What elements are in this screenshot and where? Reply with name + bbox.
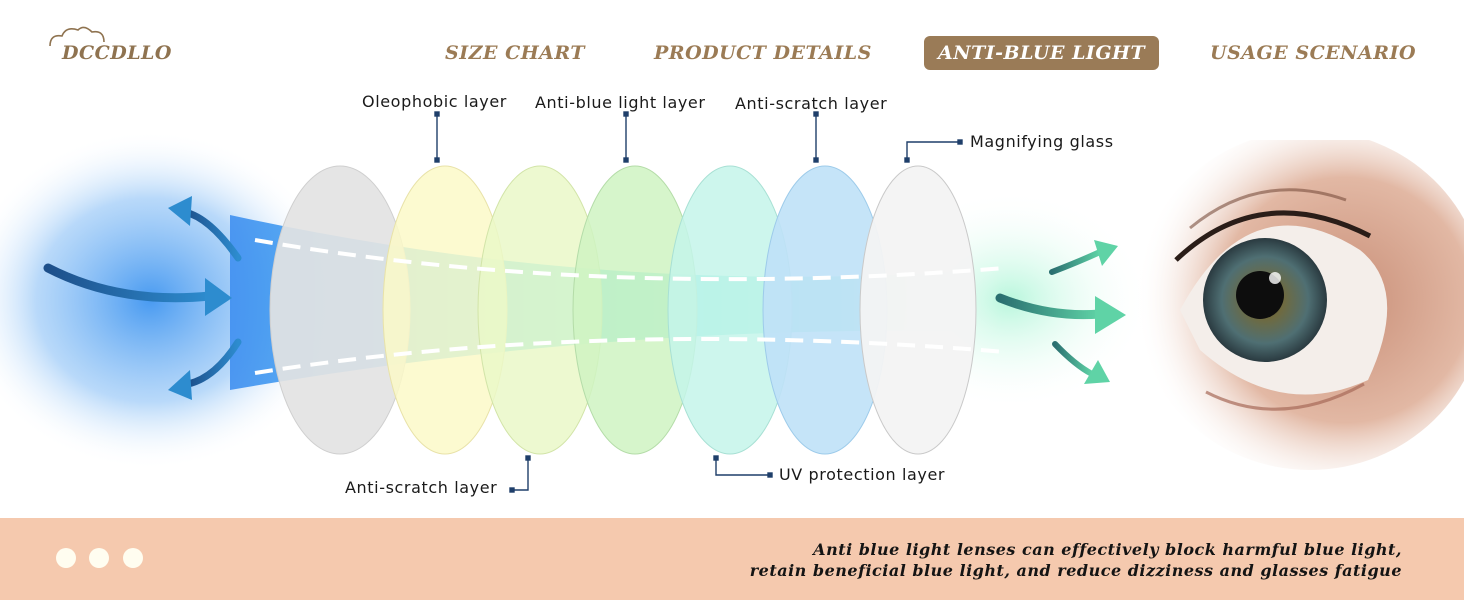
label-oleophobic-layer: Oleophobic layer (362, 92, 507, 111)
decorative-dot-2 (89, 548, 109, 568)
label-anti-blue-light-layer: Anti-blue light layer (535, 93, 706, 112)
label-anti-scratch-layer-bottom: Anti-scratch layer (345, 478, 498, 497)
green-arrows (995, 240, 1126, 384)
footer-banner (0, 518, 1464, 600)
label-anti-scratch-layer-top: Anti-scratch layer (735, 94, 888, 113)
brand-logo[interactable]: DCCDLLO (48, 26, 178, 70)
blue-arrows (43, 196, 242, 400)
eye-image (1110, 130, 1464, 470)
footer-caption-line-1: Anti blue light lenses can effectively b… (813, 540, 1402, 559)
nav-product-details[interactable]: PRODUCT DETAILS (654, 42, 872, 64)
footer-caption-line-2: retain beneficial blue light, and reduce… (749, 561, 1402, 580)
label-leaders (434, 111, 963, 493)
decorative-dot-3 (123, 548, 143, 568)
nav-anti-blue-light[interactable]: ANTI-BLUE LIGHT (924, 36, 1160, 70)
brand-name: DCCDLLO (62, 42, 172, 64)
logo-cloud-icon (49, 26, 105, 47)
label-uv-protection-layer: UV protection layer (779, 465, 946, 484)
nav-size-chart[interactable]: SIZE CHART (445, 42, 585, 64)
lens-layer-diagram (0, 111, 1150, 493)
decorative-dot-1 (56, 548, 76, 568)
lens-magnifying (859, 165, 977, 455)
beam-edge-bottom (254, 337, 1006, 375)
nav-usage-scenario[interactable]: USAGE SCENARIO (1210, 42, 1417, 64)
label-magnifying-glass: Magnifying glass (970, 132, 1114, 151)
beam-edge-top (254, 238, 1006, 282)
